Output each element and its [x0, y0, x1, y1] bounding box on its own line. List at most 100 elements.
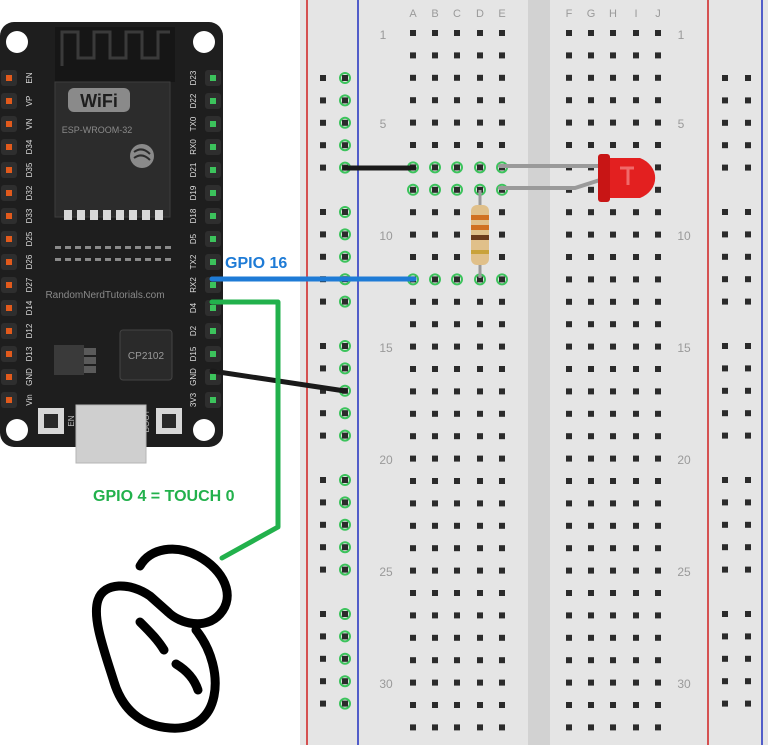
breadboard-hole [633, 433, 639, 440]
module-pad [155, 210, 163, 220]
connected-hole [429, 161, 441, 174]
pin-label: VP [25, 96, 34, 107]
breadboard-hole [588, 343, 594, 350]
rail-hole [320, 544, 326, 551]
rail-hole [320, 343, 326, 349]
gpio16-label: GPIO 16 [225, 255, 288, 272]
rail-hole [342, 119, 348, 126]
row-label-5-right: 5 [678, 117, 685, 131]
rail-hole [745, 209, 751, 215]
breadboard-hole [499, 52, 505, 59]
breadboard-hole [410, 612, 416, 619]
breadboard-hole [499, 119, 505, 126]
breadboard-hole [610, 567, 616, 574]
breadboard-hole [588, 478, 594, 484]
breadboard-hole [410, 410, 416, 417]
rail-hole [342, 477, 348, 483]
silkscreen-dash [135, 258, 141, 261]
column-label-g: G [587, 8, 596, 20]
website-label: RandomNerdTutorials.com [45, 290, 164, 301]
column-label-h: H [609, 8, 617, 20]
breadboard-hole [454, 500, 460, 507]
breadboard-hole [655, 254, 661, 260]
breadboard-hole [610, 478, 616, 484]
breadboard-hole [477, 52, 483, 59]
breadboard-hole [633, 231, 639, 238]
breadboard-hole [454, 545, 460, 552]
breadboard-hole [454, 231, 460, 238]
breadboard-hole [499, 321, 505, 328]
silkscreen-dash [85, 258, 91, 261]
breadboard-hole [477, 612, 483, 619]
rail-hole [320, 142, 326, 149]
breadboard-hole [477, 164, 483, 171]
usb-connector [75, 404, 147, 464]
rail-hole [320, 566, 326, 573]
breadboard-hole [454, 164, 460, 171]
pin-label: TX0 [189, 116, 198, 131]
breadboard-hole [432, 254, 438, 260]
breadboard-hole [477, 30, 483, 36]
breadboard-hole [633, 679, 639, 686]
connected-hole [339, 94, 351, 107]
breadboard-hole [410, 366, 416, 372]
pin-label: RX0 [189, 139, 198, 155]
breadboard-hole [588, 186, 594, 193]
breadboard-hole [566, 142, 572, 148]
rail-hole [722, 477, 728, 483]
breadboard-hole [633, 298, 639, 305]
pin-pad [210, 236, 216, 242]
breadboard-hole [477, 119, 483, 126]
breadboard-hole [588, 590, 594, 596]
rail-hole [342, 231, 348, 238]
rail-hole [745, 633, 751, 640]
breadboard-hole [410, 567, 416, 574]
breadboard-hole [655, 366, 661, 372]
rail-hole [745, 343, 751, 349]
breadboard-hole [588, 500, 594, 507]
silkscreen-dash [75, 246, 81, 249]
rail-hole [342, 678, 348, 685]
rail-hole [320, 611, 326, 617]
rail-hole [722, 142, 728, 149]
gpio4-touch-wire [209, 299, 281, 561]
breadboard-hole [610, 52, 616, 59]
breadboard-hole [410, 74, 416, 81]
pin-label: D27 [25, 277, 34, 292]
breadboard-hole [655, 209, 661, 216]
en-button[interactable] [44, 414, 58, 428]
breadboard-hole [588, 298, 594, 305]
pin-pad [210, 351, 216, 357]
boot-button[interactable] [162, 414, 176, 428]
breadboard-hole [566, 119, 572, 126]
row-label-1-right: 1 [678, 28, 685, 42]
breadboard-hole [588, 612, 594, 619]
breadboard-hole [454, 679, 460, 686]
breadboard-hole [610, 522, 616, 529]
breadboard-center-channel [528, 0, 550, 745]
breadboard-hole [410, 231, 416, 238]
breadboard-hole [410, 500, 416, 507]
breadboard-hole [410, 186, 416, 193]
breadboard: A B C D E F G H I J 1 5 10 15 20 25 30 1… [300, 0, 768, 745]
rail-hole [342, 700, 348, 707]
breadboard-hole [566, 545, 572, 552]
breadboard-hole [566, 97, 572, 104]
breadboard-hole [588, 567, 594, 574]
breadboard-hole [633, 500, 639, 507]
breadboard-hole [454, 276, 460, 283]
silkscreen-dash [115, 246, 121, 249]
breadboard-hole [410, 119, 416, 126]
connected-hole [339, 139, 351, 152]
breadboard-hole [477, 388, 483, 395]
breadboard-hole [477, 321, 483, 328]
rail-hole [320, 164, 326, 171]
antenna-area [55, 27, 175, 82]
breadboard-hole [410, 433, 416, 440]
connected-hole [339, 652, 351, 665]
breadboard-hole [454, 366, 460, 372]
column-label-i: I [634, 8, 637, 20]
breadboard-hole [432, 679, 438, 686]
wifi-logo: WiFi [80, 91, 118, 111]
pin-pad [210, 305, 216, 311]
